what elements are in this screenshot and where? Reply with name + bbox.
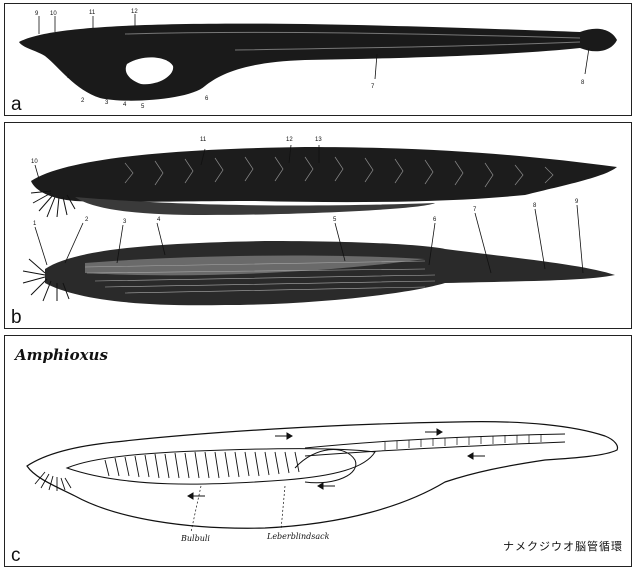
japanese-caption: ナメクジウオ脳管循環 — [503, 538, 623, 554]
label-10: 10 — [50, 11, 57, 17]
label-4: 4 — [157, 217, 161, 223]
amphioxus-side-view-a: 9 10 11 12 1 2 3 4 5 6 7 8 — [5, 4, 632, 116]
label-13: 13 — [315, 137, 322, 143]
label-7: 7 — [371, 84, 375, 90]
label-5: 5 — [141, 104, 145, 110]
label-11: 11 — [200, 137, 207, 143]
panel-letter-c: c — [11, 546, 21, 565]
label-11: 11 — [89, 10, 96, 16]
label-9: 9 — [575, 199, 579, 205]
label-10: 10 — [31, 159, 38, 165]
panel-letter-a: a — [11, 95, 22, 114]
panel-b: 10 11 12 13 1 2 3 4 5 6 7 8 9 b — [4, 122, 632, 329]
label-9: 9 — [35, 11, 39, 17]
label-5: 5 — [333, 217, 337, 223]
label-12: 12 — [131, 9, 138, 15]
label-6: 6 — [205, 96, 209, 102]
label-3: 3 — [123, 219, 127, 225]
label-12: 12 — [286, 137, 293, 143]
label-2: 2 — [81, 98, 85, 104]
label-4: 4 — [123, 102, 127, 108]
label-2: 2 — [85, 217, 89, 223]
label-3: 3 — [105, 100, 109, 106]
label-1: 1 — [33, 221, 37, 227]
label-bulbuli: Bulbuli — [181, 534, 210, 543]
amphioxus-dorsal-ventral-b: 10 11 12 13 1 2 3 4 5 6 7 8 9 — [5, 123, 632, 329]
label-leberblindsack: Leberblindsack — [267, 532, 329, 541]
label-8: 8 — [581, 80, 585, 86]
panel-a: 9 10 11 12 1 2 3 4 5 6 7 8 a — [4, 3, 632, 116]
label-6: 6 — [433, 217, 437, 223]
label-7: 7 — [473, 207, 477, 213]
label-8: 8 — [533, 203, 537, 209]
panel-c: Amphioxus — [4, 335, 632, 567]
panel-letter-b: b — [11, 308, 22, 327]
